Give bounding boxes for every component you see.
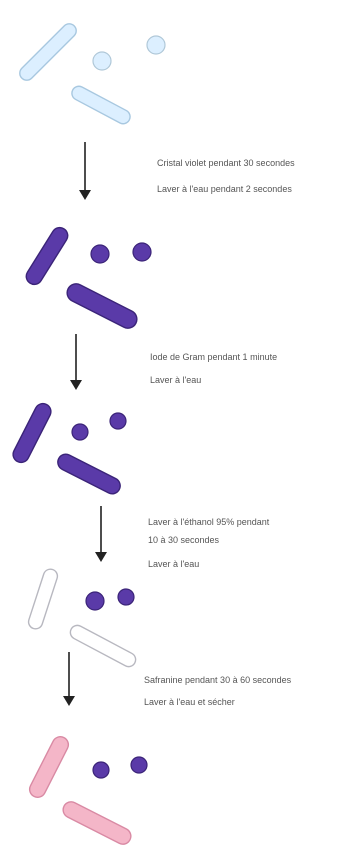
coccus-bacterium <box>72 424 88 440</box>
rod-bacterium <box>69 84 132 126</box>
stage-after-alcohol <box>27 567 138 669</box>
rod-bacterium <box>64 281 140 332</box>
step-text-line: Laver à l'eau <box>150 375 201 385</box>
rod-bacterium <box>27 734 71 800</box>
stage-after-iodine <box>10 401 126 497</box>
step-label-4: Safranine pendant 30 à 60 secondes Laver… <box>144 675 292 707</box>
stage-initial <box>17 21 165 126</box>
rod-bacterium <box>27 567 59 630</box>
coccus-bacterium <box>93 762 109 778</box>
rod-bacterium <box>17 21 79 83</box>
step-arrow <box>63 652 75 706</box>
coccus-bacterium <box>118 589 134 605</box>
rod-bacterium <box>23 225 70 288</box>
step-text-line: Laver à l'éthanol 95% pendant <box>148 517 270 527</box>
rod-bacterium <box>60 799 133 847</box>
coccus-bacterium <box>93 52 111 70</box>
coccus-bacterium <box>86 592 104 610</box>
step-text-line: Laver à l'eau et sécher <box>144 697 235 707</box>
coccus-bacterium <box>147 36 165 54</box>
step-text-line: Laver à l'eau <box>148 559 199 569</box>
step-text-line: Cristal violet pendant 30 secondes <box>157 158 295 168</box>
step-label-3: Laver à l'éthanol 95% pendant 10 à 30 se… <box>148 517 270 569</box>
rod-bacterium <box>55 451 123 496</box>
coccus-bacterium <box>91 245 109 263</box>
step-arrow <box>79 142 91 200</box>
coccus-bacterium <box>131 757 147 773</box>
coccus-bacterium <box>133 243 151 261</box>
step-arrow <box>95 506 107 562</box>
coccus-bacterium <box>110 413 126 429</box>
rod-bacterium <box>68 623 138 669</box>
stage-after-safranin <box>27 734 147 847</box>
step-text-line: 10 à 30 secondes <box>148 535 220 545</box>
step-text-line: Safranine pendant 30 à 60 secondes <box>144 675 292 685</box>
step-text-line: Iode de Gram pendant 1 minute <box>150 352 277 362</box>
step-arrow <box>70 334 82 390</box>
step-label-1: Cristal violet pendant 30 secondes Laver… <box>157 158 295 194</box>
rod-bacterium <box>10 401 53 465</box>
stage-after-crystal-violet <box>23 225 151 332</box>
step-text-line: Laver à l'eau pendant 2 secondes <box>157 184 292 194</box>
step-label-2: Iode de Gram pendant 1 minute Laver à l'… <box>150 352 277 385</box>
